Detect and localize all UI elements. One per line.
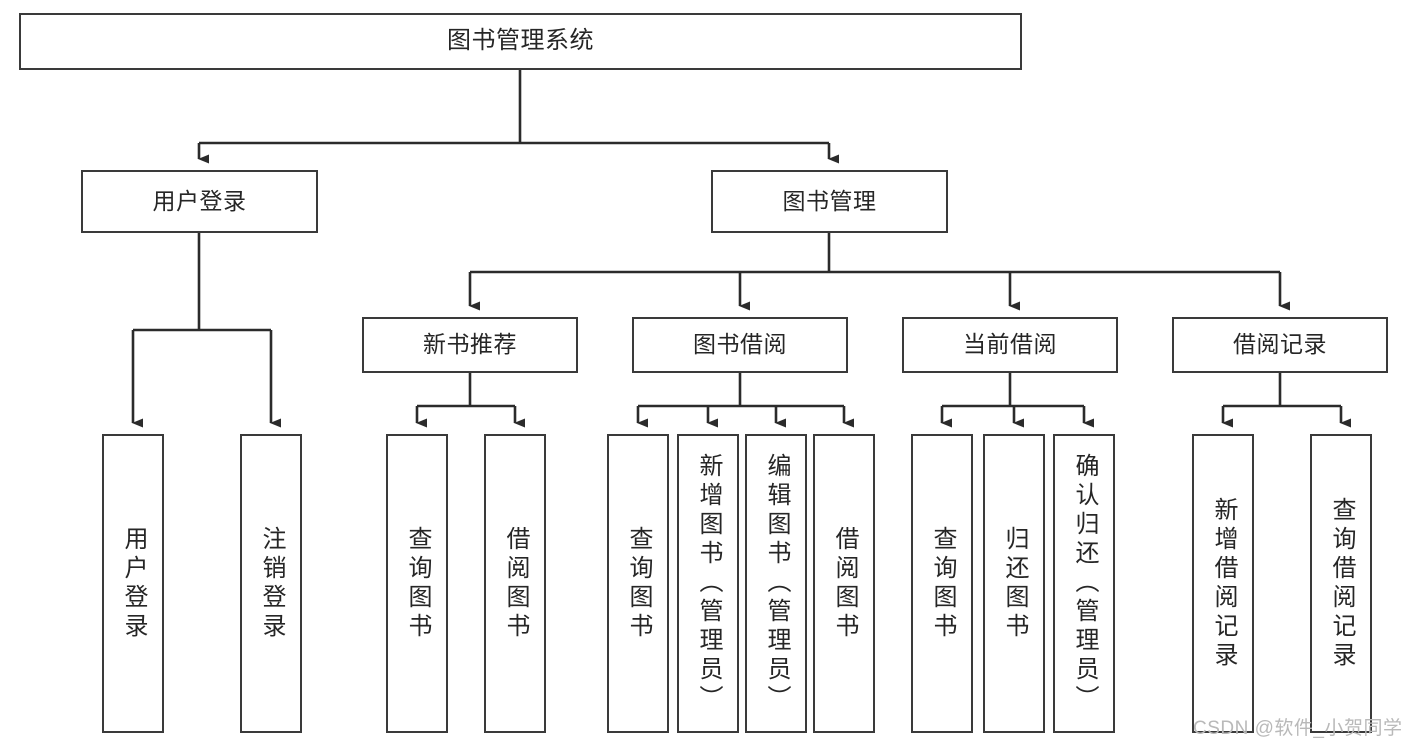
- node-root[interactable]: 图书管理系统: [19, 13, 1022, 70]
- node-root-label: 图书管理系统: [447, 27, 594, 55]
- node-user-login[interactable]: 用户登录: [81, 170, 318, 233]
- node-leaf-add-book[interactable]: 新增图书（管理员）: [677, 434, 739, 733]
- node-leaf-query-book-2-label: 查询图书: [625, 525, 652, 642]
- node-leaf-add-record[interactable]: 新增借阅记录: [1192, 434, 1254, 733]
- node-leaf-edit-book-label: 编辑图书（管理员）: [763, 453, 790, 714]
- node-borrow-record-label: 借阅记录: [1233, 331, 1327, 358]
- node-leaf-return-book[interactable]: 归还图书: [983, 434, 1045, 733]
- node-leaf-edit-book[interactable]: 编辑图书（管理员）: [745, 434, 807, 733]
- node-leaf-query-book-2[interactable]: 查询图书: [607, 434, 669, 733]
- node-leaf-query-book-3-label: 查询图书: [929, 525, 956, 642]
- node-leaf-borrow-book-1[interactable]: 借阅图书: [484, 434, 546, 733]
- node-current-borrow[interactable]: 当前借阅: [902, 317, 1118, 373]
- node-leaf-user-login-label: 用户登录: [120, 525, 147, 642]
- node-user-login-label: 用户登录: [152, 187, 247, 214]
- node-new-book-rec[interactable]: 新书推荐: [362, 317, 578, 373]
- node-leaf-borrow-book-2-label: 借阅图书: [831, 525, 858, 642]
- node-leaf-borrow-book-2[interactable]: 借阅图书: [813, 434, 875, 733]
- node-leaf-confirm-return[interactable]: 确认归还（管理员）: [1053, 434, 1115, 733]
- node-leaf-confirm-return-label: 确认归还（管理员）: [1071, 453, 1098, 714]
- node-leaf-query-book-3[interactable]: 查询图书: [911, 434, 973, 733]
- node-leaf-user-login[interactable]: 用户登录: [102, 434, 164, 733]
- node-leaf-return-book-label: 归还图书: [1001, 525, 1028, 642]
- node-current-borrow-label: 当前借阅: [963, 331, 1057, 358]
- node-book-borrow-label: 图书借阅: [693, 331, 787, 358]
- node-book-manage-label: 图书管理: [782, 187, 877, 214]
- node-leaf-query-book-1-label: 查询图书: [404, 525, 431, 642]
- watermark-credit: CSDN @软件_小贺同学: [1193, 718, 1403, 739]
- node-leaf-add-book-label: 新增图书（管理员）: [695, 453, 722, 714]
- node-leaf-query-record-label: 查询借阅记录: [1328, 496, 1355, 671]
- node-book-borrow[interactable]: 图书借阅: [632, 317, 848, 373]
- node-book-manage[interactable]: 图书管理: [711, 170, 948, 233]
- node-borrow-record[interactable]: 借阅记录: [1172, 317, 1388, 373]
- node-leaf-query-book-1[interactable]: 查询图书: [386, 434, 448, 733]
- node-leaf-add-record-label: 新增借阅记录: [1210, 496, 1237, 671]
- node-leaf-logout-label: 注销登录: [258, 525, 285, 642]
- node-new-book-rec-label: 新书推荐: [423, 331, 517, 358]
- node-leaf-logout[interactable]: 注销登录: [240, 434, 302, 733]
- node-leaf-borrow-book-1-label: 借阅图书: [502, 525, 529, 642]
- node-leaf-query-record[interactable]: 查询借阅记录: [1310, 434, 1372, 733]
